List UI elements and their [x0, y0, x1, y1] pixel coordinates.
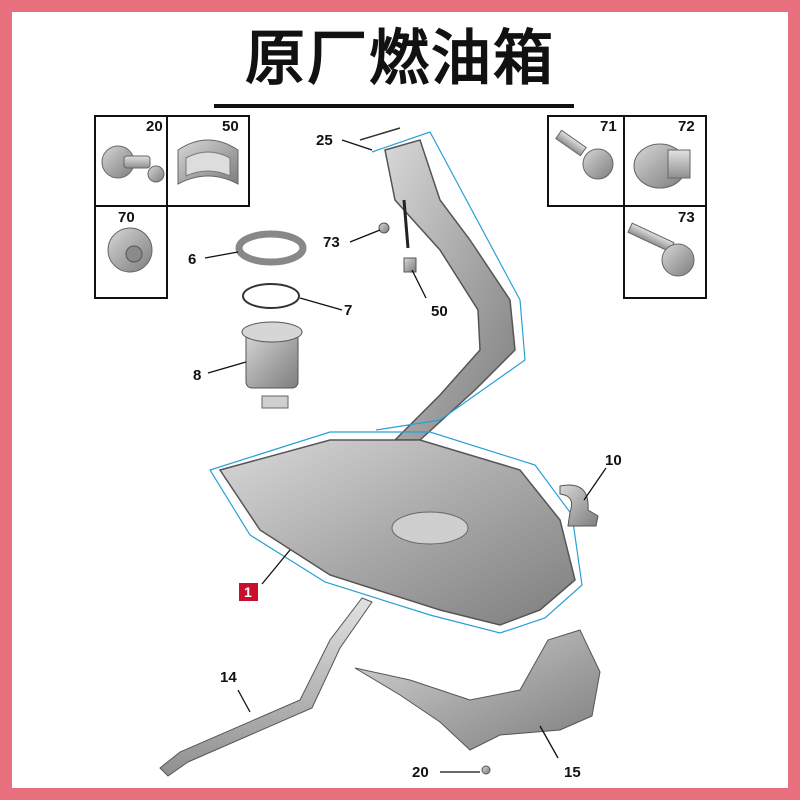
callout-50: 50	[431, 303, 448, 320]
part-box-group-left: 20 50 70	[94, 115, 250, 299]
box-label-72: 72	[678, 118, 695, 135]
box-label-73: 73	[678, 209, 695, 226]
strap-14	[159, 597, 373, 777]
small-bolt-20	[481, 765, 491, 775]
fuel-pump-assembly	[235, 230, 307, 409]
clip-50-icon	[177, 139, 239, 185]
callout-8: 8	[193, 367, 201, 384]
callout-73: 73	[323, 234, 340, 251]
callout-14: 14	[220, 669, 237, 686]
box-label-20: 20	[146, 118, 163, 135]
hose-line	[402, 199, 410, 249]
callout-10: 10	[605, 452, 622, 469]
page-title: 原厂燃油箱	[245, 24, 555, 94]
callout-25: 25	[316, 132, 333, 149]
nut-70-icon	[107, 227, 153, 273]
title-underline	[214, 104, 574, 108]
filler-neck-pipe	[359, 127, 526, 441]
box-label-50: 50	[222, 118, 239, 135]
bracket-10	[559, 484, 599, 527]
flange-nut-72-icon	[633, 143, 691, 189]
fuel-tank	[209, 431, 583, 634]
callout-7: 7	[344, 302, 352, 319]
bolt-73-icon	[627, 222, 695, 277]
bolt-20-icon	[101, 145, 165, 183]
box-label-70: 70	[118, 209, 135, 226]
part-box-group-right: 71 72 73	[547, 115, 707, 299]
callout-20: 20	[412, 764, 429, 781]
small-nut-73	[378, 222, 390, 234]
callout-15: 15	[564, 764, 581, 781]
heat-shield-15	[354, 629, 601, 751]
box-label-71: 71	[600, 118, 617, 135]
leader-lines	[204, 139, 607, 773]
badge-label: 1	[244, 584, 252, 600]
small-clip-50	[403, 257, 417, 273]
main-part-badge: 1	[239, 583, 258, 601]
screw-71-icon	[555, 129, 614, 180]
callout-6: 6	[188, 251, 196, 268]
